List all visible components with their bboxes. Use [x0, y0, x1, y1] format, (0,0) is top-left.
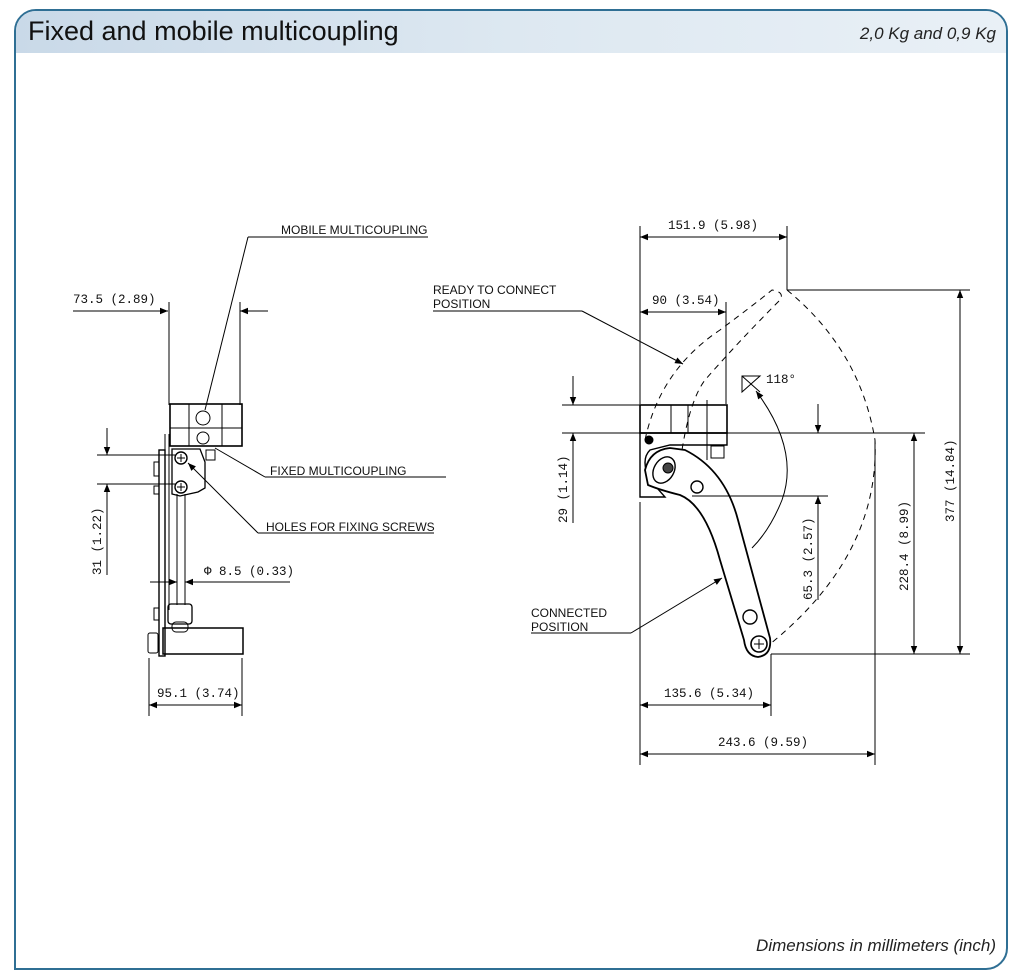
- units-note: Dimensions in millimeters (inch): [756, 936, 996, 955]
- bracket-plate: [158, 449, 166, 657]
- dim-lever-length: 228.4 (8.99): [898, 501, 912, 591]
- dim-block-height: 29 (1.14): [557, 455, 571, 523]
- lever-arm: [644, 447, 772, 658]
- label-fixed-multicoupling: FIXED MULTICOUPLING: [270, 464, 406, 478]
- clamp: [171, 448, 206, 497]
- label-ready-line1: READY TO CONNECT: [433, 283, 557, 297]
- dim-total-width: 243.6 (9.59): [718, 736, 808, 750]
- label-holes-fixing-screws: HOLES FOR FIXING SCREWS: [266, 520, 435, 534]
- pivot-bolt: [750, 635, 768, 653]
- ready-position-outline: [644, 289, 782, 451]
- leader-line: [204, 236, 249, 411]
- bottom-tube: [162, 627, 244, 655]
- label-mobile-multicoupling: MOBILE MULTICOUPLING: [281, 223, 427, 237]
- label-connected-line2: POSITION: [531, 620, 588, 634]
- front-view: 151.9 (5.98) 90 (3.54) READY TO CONNECT …: [433, 219, 970, 765]
- dim-width-max: 151.9 (5.98): [668, 219, 758, 233]
- angle-arc: [751, 390, 788, 549]
- dim-hole-diameter: Φ 8.5 (0.33): [204, 565, 294, 579]
- dim-lever-reach: 135.6 (5.34): [664, 687, 754, 701]
- label-ready-line2: POSITION: [433, 297, 490, 311]
- dim-width-bottom: 95.1 (3.74): [157, 687, 240, 701]
- drawing-frame: Fixed and mobile multicoupling 2,0 Kg an…: [14, 9, 1008, 970]
- coupling-block: [639, 404, 728, 434]
- weight-label: 2,0 Kg and 0,9 Kg: [859, 24, 996, 43]
- screw-hole: [174, 451, 188, 465]
- mobile-block: [169, 403, 243, 447]
- dim-width-top: 73.5 (2.89): [73, 293, 156, 307]
- screw-hole: [174, 480, 188, 494]
- side-view: MOBILE MULTICOUPLING 73.5 (2.89): [73, 223, 446, 716]
- label-connected-line1: CONNECTED: [531, 606, 607, 620]
- dim-angle: 118°: [766, 373, 796, 387]
- header-bar: Fixed and mobile multicoupling 2,0 Kg an…: [16, 11, 1006, 53]
- dim-pivot-drop: 65.3 (2.57): [802, 517, 816, 600]
- dim-total-height: 377 (14.84): [944, 439, 958, 522]
- dim-hole-spacing: 31 (1.22): [91, 507, 105, 575]
- page-title: Fixed and mobile multicoupling: [28, 16, 399, 46]
- dim-width-block: 90 (3.54): [652, 294, 720, 308]
